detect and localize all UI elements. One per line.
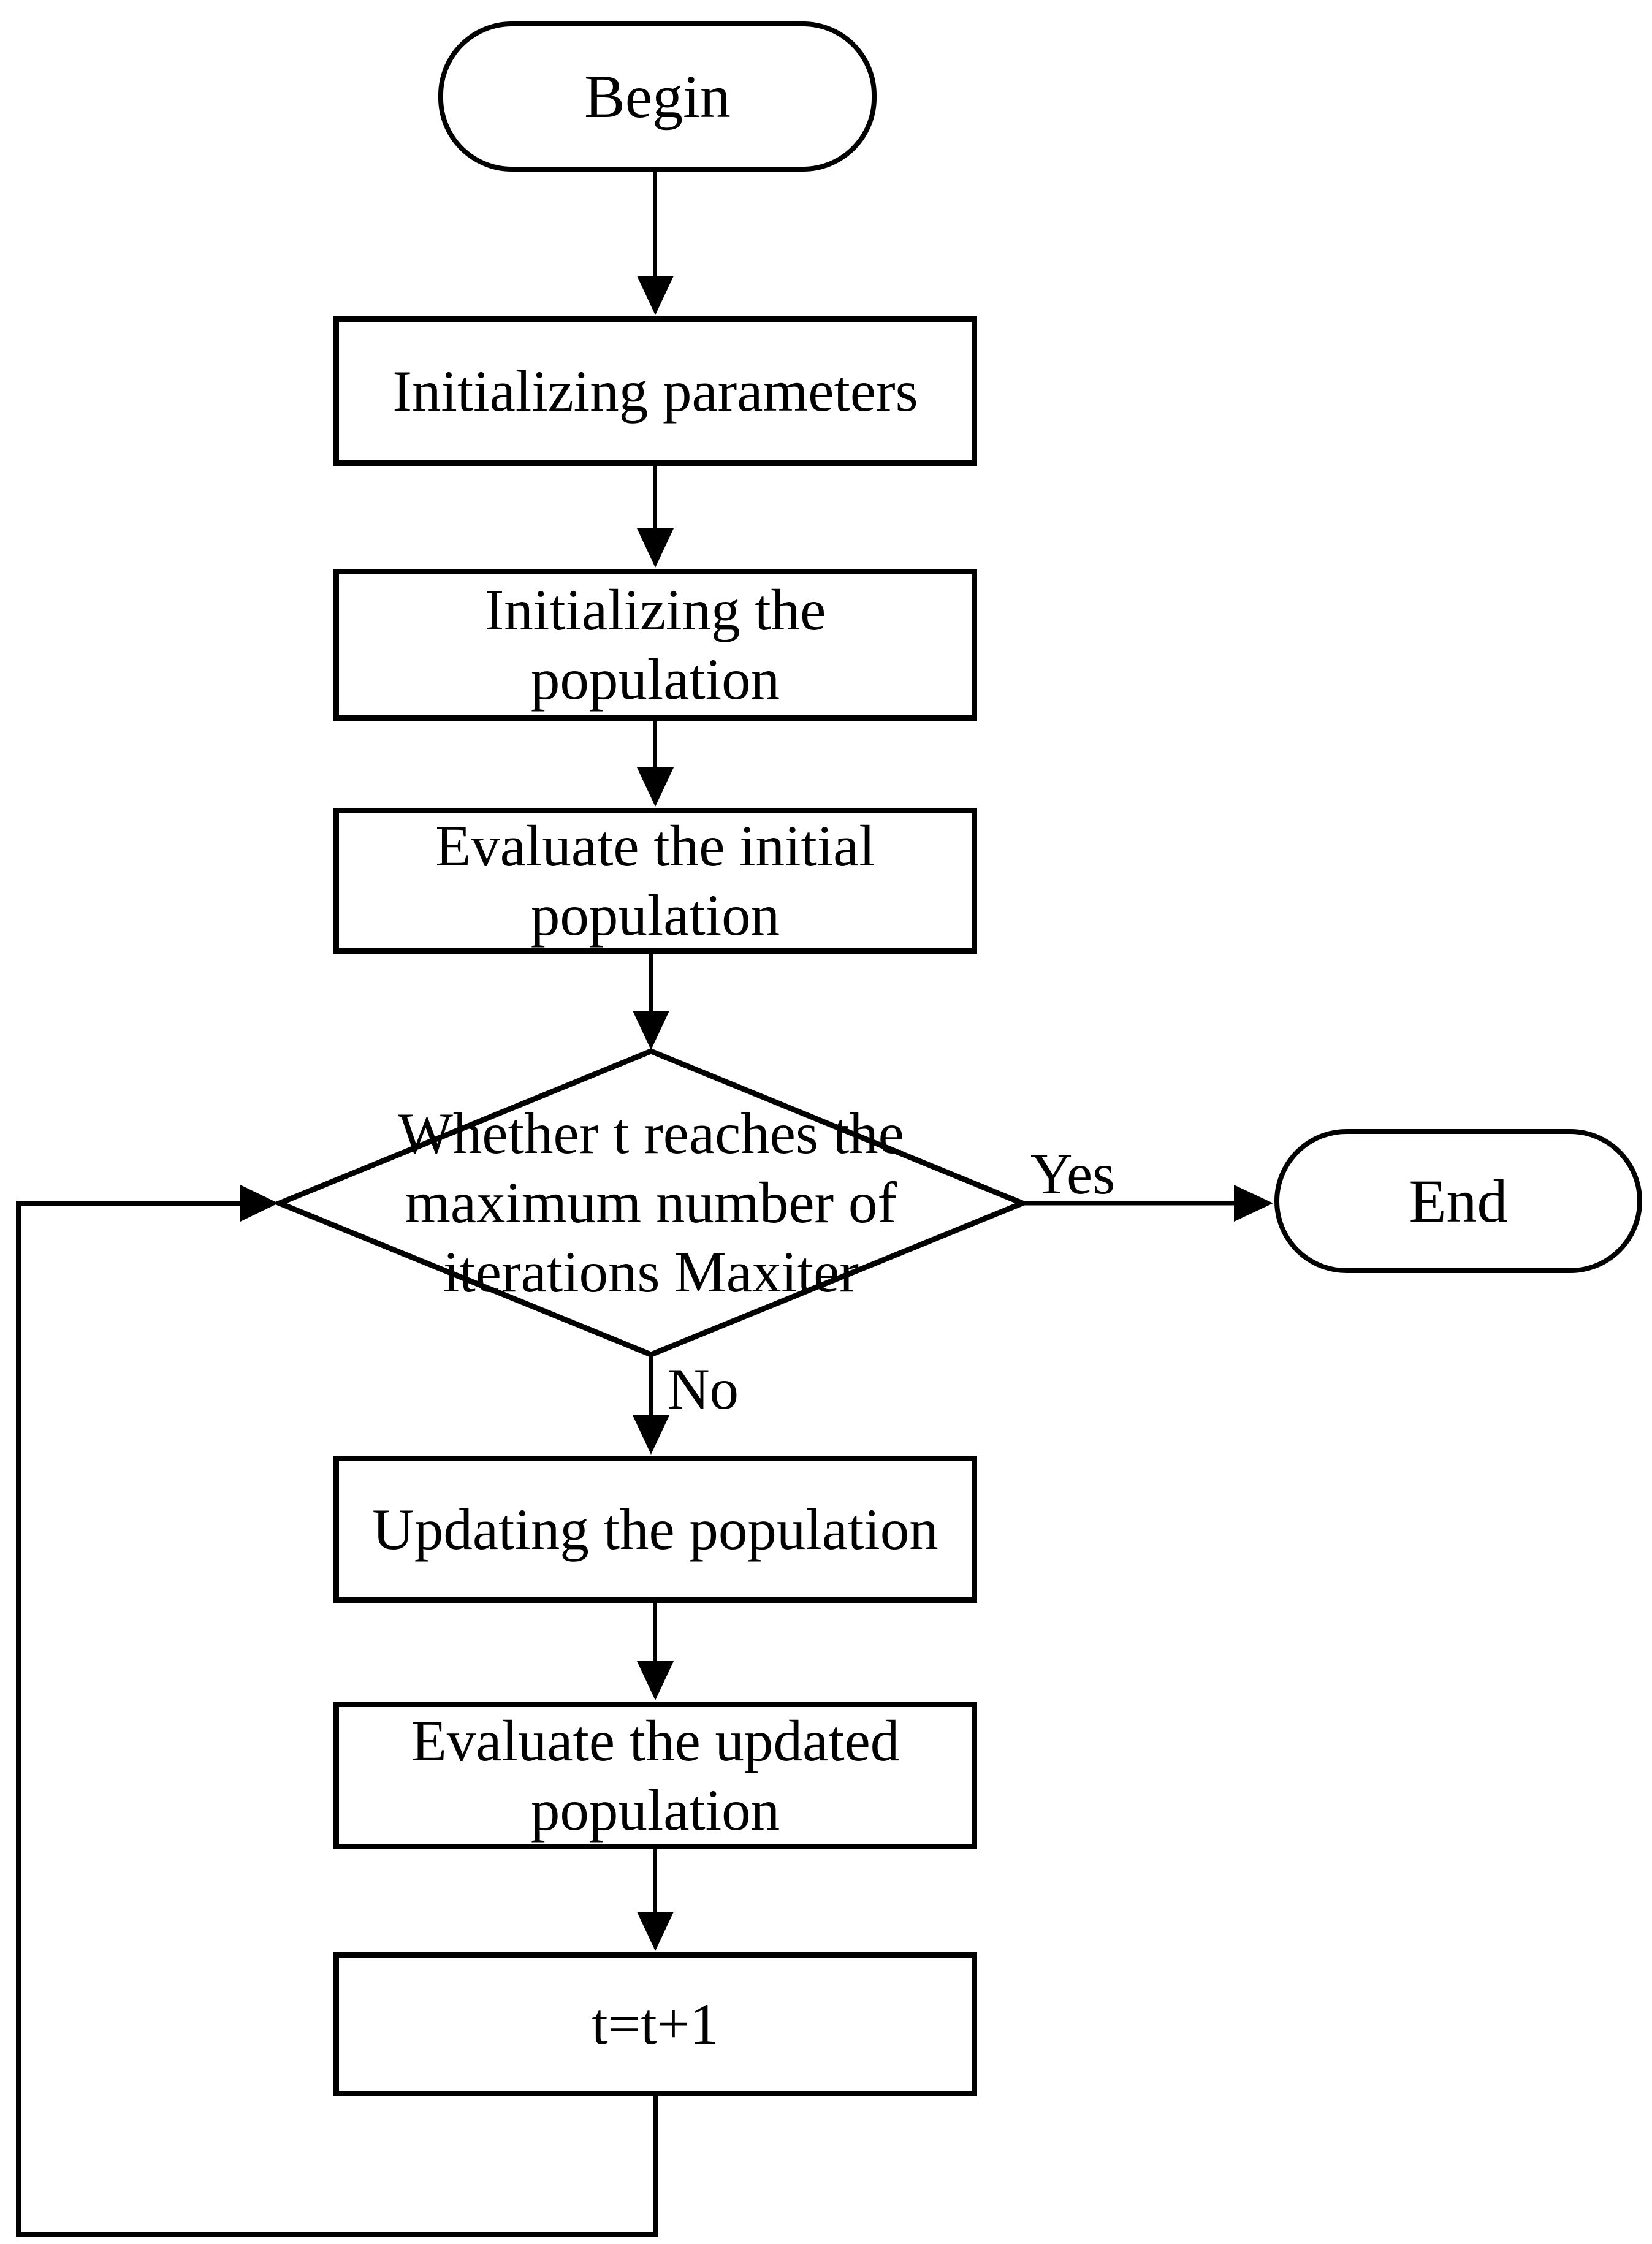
evaluate-updated-population-box: Evaluate the updated population (333, 1702, 977, 1849)
arrowhead-step2-step3-icon (637, 767, 674, 807)
initializing-population-line2: population (530, 647, 780, 712)
arrowhead-decision-step4-icon (633, 1415, 669, 1455)
loop-back-arrowhead-icon (240, 1185, 278, 1222)
evaluate-initial-population-line2: population (530, 883, 780, 948)
evaluate-updated-population-line1: Evaluate the updated (411, 1708, 900, 1773)
arrowhead-step3-decision-icon (633, 1011, 669, 1050)
arrowhead-step4-step5-icon (637, 1661, 674, 1700)
updating-population-box: Updating the population (333, 1456, 977, 1603)
evaluate-initial-population-line1: Evaluate the initial (435, 813, 875, 878)
yes-edge-label: Yes (1030, 1141, 1116, 1206)
evaluate-updated-population-line2: population (530, 1777, 780, 1843)
initializing-population-box: Initializing the population (333, 569, 977, 721)
initializing-parameters-box: Initializing parameters (333, 316, 977, 466)
initializing-parameters-label: Initializing parameters (392, 358, 918, 424)
decision-line3: iterations Maxiter (443, 1239, 859, 1304)
begin-label: Begin (584, 63, 731, 131)
arrowhead-decision-end-icon (1234, 1185, 1273, 1222)
no-edge-label: No (667, 1356, 739, 1421)
end-terminator: End (1274, 1129, 1642, 1273)
arrowhead-step1-step2-icon (637, 528, 674, 568)
decision-line1: Whether t reaches the (398, 1101, 904, 1166)
decision-text: Whether t reaches the maximum number of … (314, 1099, 988, 1307)
evaluate-initial-population-box: Evaluate the initial population (333, 808, 977, 954)
begin-terminator: Begin (438, 21, 877, 172)
arrowhead-begin-step1-icon (637, 276, 674, 315)
updating-population-label: Updating the population (372, 1496, 938, 1562)
loop-back-line (16, 1201, 658, 2237)
increment-t-label: t=t+1 (592, 1991, 719, 2056)
arrowhead-step5-step6-icon (637, 1912, 674, 1951)
decision-line2: maximum number of (405, 1170, 897, 1235)
increment-t-box: t=t+1 (333, 1952, 977, 2096)
end-label: End (1409, 1167, 1508, 1235)
initializing-population-line1: Initializing the (484, 577, 826, 642)
